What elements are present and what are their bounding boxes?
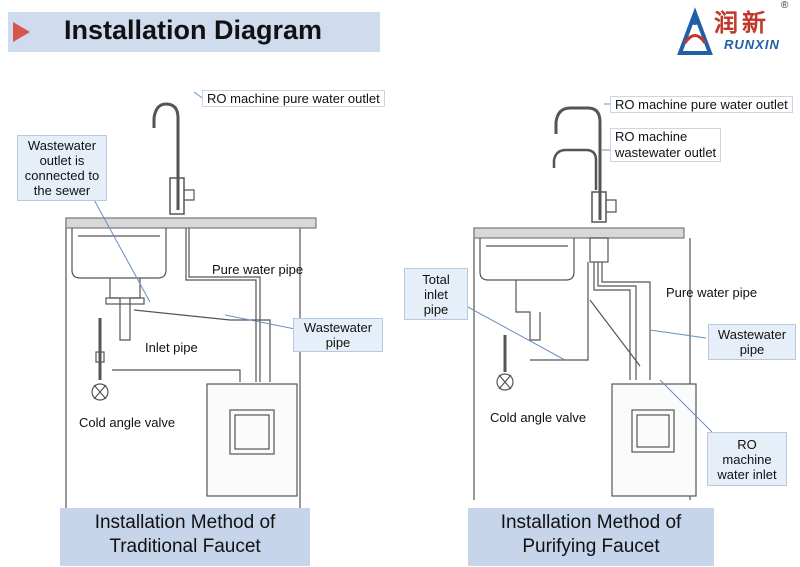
right-ro-machine	[611, 383, 697, 497]
left-drain-pipe	[109, 278, 141, 341]
registered-mark: ®	[781, 0, 789, 11]
right-cold-angle-valve-label: Cold angle valve	[490, 410, 587, 425]
right-ro-machine-inlet-callout: RO machine water inlet	[707, 432, 787, 486]
play-arrow-icon	[13, 22, 30, 42]
logo-chinese-text: 润新	[714, 8, 770, 37]
right-total-inlet-pipe	[530, 262, 589, 361]
left-pure-water-pipe-label: Pure water pipe	[212, 262, 304, 277]
left-cold-angle-valve-label: Cold angle valve	[79, 415, 176, 430]
logo-english-text: RUNXIN	[724, 37, 780, 52]
left-inlet-pipe	[112, 369, 241, 382]
left-ro-pure-outlet-label: RO machine pure water outlet	[202, 90, 385, 107]
right-ro-wastewater-outlet-label: RO machine wastewater outlet	[610, 128, 722, 162]
left-wastewater-pipe-callout: Wastewater pipe	[293, 318, 383, 352]
runxin-logo-icon	[677, 6, 713, 56]
right-drain-pipe	[515, 280, 541, 341]
left-inlet-pipe-label: Inlet pipe	[141, 340, 202, 355]
right-countertop	[473, 227, 685, 239]
left-ro-machine	[206, 383, 298, 497]
right-pure-water-pipe	[593, 262, 631, 380]
right-sink-basin	[479, 238, 575, 281]
right-wastewater-pipe	[601, 262, 651, 380]
left-sink-basin	[71, 228, 167, 279]
right-ro-pure-outlet-label: RO machine pure water outlet	[610, 96, 793, 113]
title-bar	[8, 12, 380, 52]
page-title: Installation Diagram	[64, 15, 323, 45]
left-method-caption: Installation Method of Traditional Fauce…	[60, 508, 310, 566]
left-faucet	[152, 102, 180, 210]
right-faucet	[554, 106, 602, 220]
right-method-caption: Installation Method of Purifying Faucet	[468, 508, 714, 566]
right-pure-water-pipe-label: Pure water pipe	[666, 285, 758, 300]
right-wastewater-pipe-callout: Wastewater pipe	[708, 324, 796, 360]
left-countertop	[65, 217, 317, 229]
left-cabinet-outline	[65, 218, 301, 515]
right-total-inlet-pipe-callout: Total inlet pipe	[404, 268, 468, 320]
left-pure-water-pipe	[185, 228, 257, 382]
left-wastewater-outlet-callout: Wastewater outlet is connected to the se…	[17, 135, 107, 201]
